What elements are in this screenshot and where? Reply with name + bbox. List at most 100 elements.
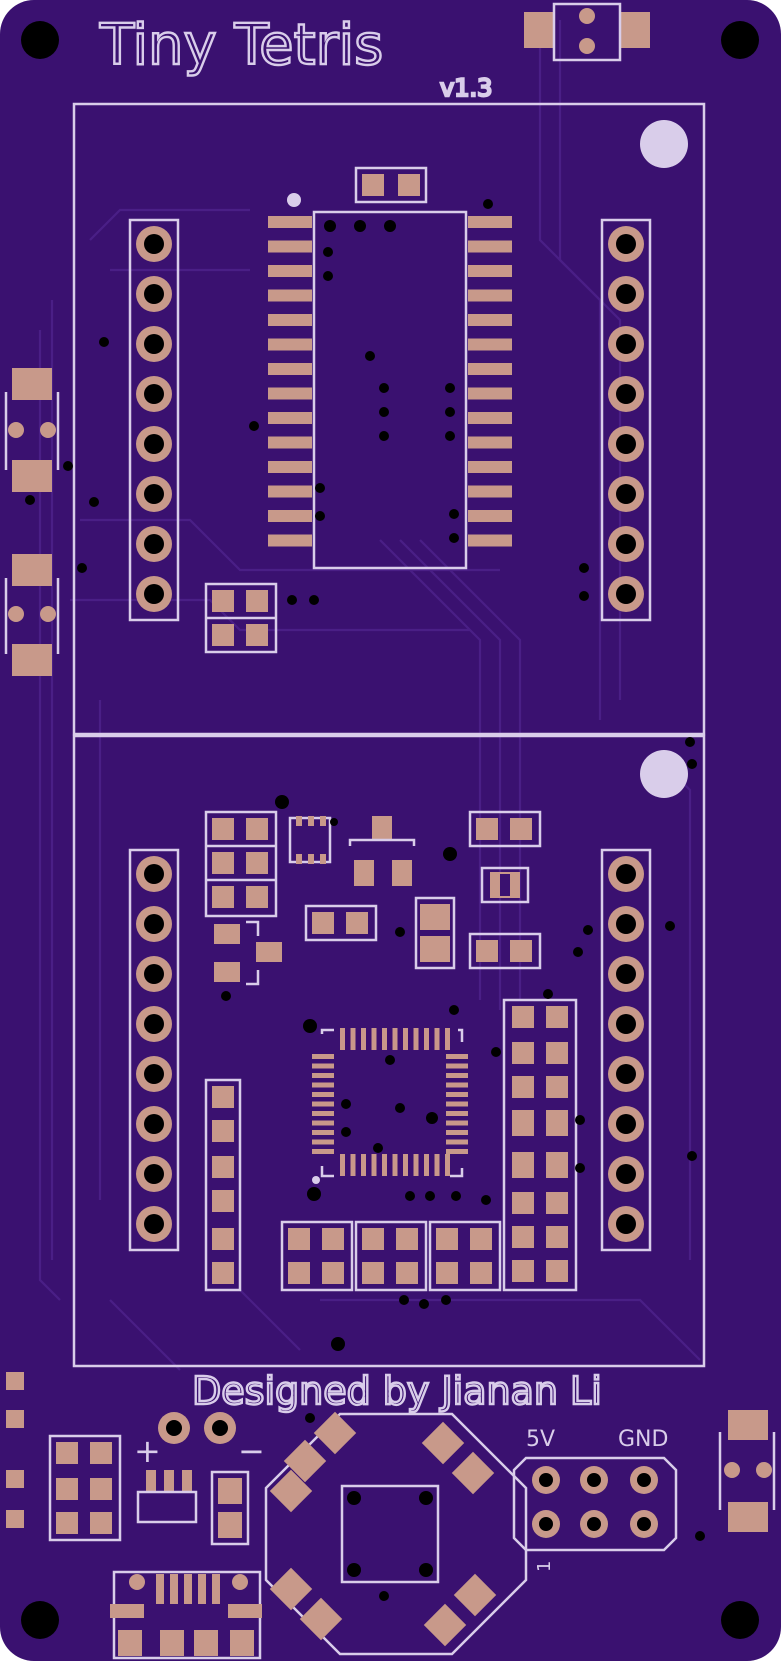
designer-credit: Designed by Jianan Li: [192, 1369, 602, 1413]
pad: [468, 240, 512, 253]
passive-column-right: [502, 998, 578, 1292]
pad: [268, 240, 312, 253]
board-version: v1.3: [440, 74, 492, 102]
cap-mid: [304, 904, 378, 942]
pad: [468, 436, 512, 449]
pad: [382, 1154, 387, 1176]
regulator: [348, 816, 416, 886]
pad: [268, 265, 312, 277]
pad: [468, 485, 512, 498]
header-5v-label: 5V: [526, 1427, 555, 1452]
pad: [413, 1154, 419, 1176]
center-octagon-component: [264, 1411, 528, 1656]
lower-mount-marker: [640, 750, 688, 798]
sensor-ic: [480, 866, 530, 904]
lower-left-header: [128, 848, 180, 1252]
pad: [350, 1154, 356, 1176]
top-switch: [524, 2, 650, 62]
pad: [446, 1120, 468, 1126]
pad: [424, 1028, 429, 1050]
pad: [468, 289, 512, 302]
pad: [268, 363, 312, 375]
pad: [446, 1063, 468, 1069]
pad: [392, 1028, 398, 1050]
pad: [268, 485, 312, 498]
transistor: [214, 920, 282, 986]
pad: [392, 1154, 398, 1176]
pad: [446, 1073, 468, 1078]
pad: [268, 436, 312, 449]
cap-top-right: [468, 810, 542, 848]
power-switch-ic: [136, 1470, 198, 1524]
pad: [312, 1101, 334, 1107]
pad: [468, 216, 512, 228]
pad: [268, 534, 312, 547]
bottom-left-passives: [6, 1372, 122, 1542]
pad: [268, 510, 312, 522]
pin-one-label: 1: [534, 1561, 555, 1572]
board-title: Tiny Tetris: [99, 13, 383, 78]
pad: [312, 1120, 334, 1126]
pad: [268, 314, 312, 326]
pad: [268, 461, 312, 473]
side-button-upper: [4, 368, 60, 492]
pad: [434, 1028, 440, 1050]
pad: [340, 1028, 345, 1050]
passive-row-bottom: [280, 1220, 502, 1292]
pad: [403, 1154, 408, 1176]
power-header: 5V GND 1: [512, 1427, 678, 1572]
pad: [468, 363, 512, 375]
pad: [468, 510, 512, 522]
upper-mount-marker: [640, 120, 688, 168]
usb-connector: [110, 1570, 262, 1660]
pad: [446, 1092, 468, 1097]
pad: [446, 1149, 468, 1154]
pad: [268, 387, 312, 400]
pad: [312, 1054, 334, 1059]
passive-column-left: [204, 1078, 242, 1292]
pad: [371, 1154, 377, 1176]
vias: [25, 199, 705, 1601]
pad: [446, 1111, 468, 1116]
mount-hole-bottom-right: [721, 1601, 759, 1639]
pad: [371, 1028, 377, 1050]
pad: [445, 1154, 450, 1176]
pad: [312, 1063, 334, 1069]
power-cap: [210, 1470, 250, 1546]
upper-module-outline: [72, 102, 706, 736]
pad: [468, 338, 512, 351]
side-button-right: [718, 1410, 776, 1532]
crystal: [414, 896, 456, 970]
pad: [446, 1139, 468, 1145]
pad: [312, 1111, 334, 1116]
pad: [312, 1073, 334, 1078]
pad: [413, 1028, 419, 1050]
side-button-lower: [4, 554, 60, 676]
pad: [268, 412, 312, 424]
header-gnd-label: GND: [618, 1427, 668, 1452]
pad: [446, 1082, 468, 1088]
pad: [350, 1028, 356, 1050]
upper-cap: [354, 166, 428, 204]
power-plus-label: +: [134, 1432, 161, 1470]
pad: [312, 1130, 334, 1135]
pad: [361, 1154, 366, 1176]
pad: [446, 1130, 468, 1135]
pad: [445, 1028, 450, 1050]
lower-module-outline: [72, 734, 706, 1368]
pad: [312, 1139, 334, 1145]
pad: [446, 1101, 468, 1107]
mount-hole-top-left: [21, 21, 59, 59]
pad: [268, 216, 312, 228]
pad: [340, 1154, 345, 1176]
cap-right-mid: [468, 932, 542, 970]
pad: [382, 1028, 387, 1050]
upper-resistor-array: [204, 582, 278, 654]
pad: [468, 534, 512, 547]
mount-hole-top-right: [721, 21, 759, 59]
upper-left-header: [128, 218, 180, 622]
pad: [312, 1092, 334, 1097]
lower-right-header: [600, 848, 652, 1252]
pad: [361, 1028, 366, 1050]
